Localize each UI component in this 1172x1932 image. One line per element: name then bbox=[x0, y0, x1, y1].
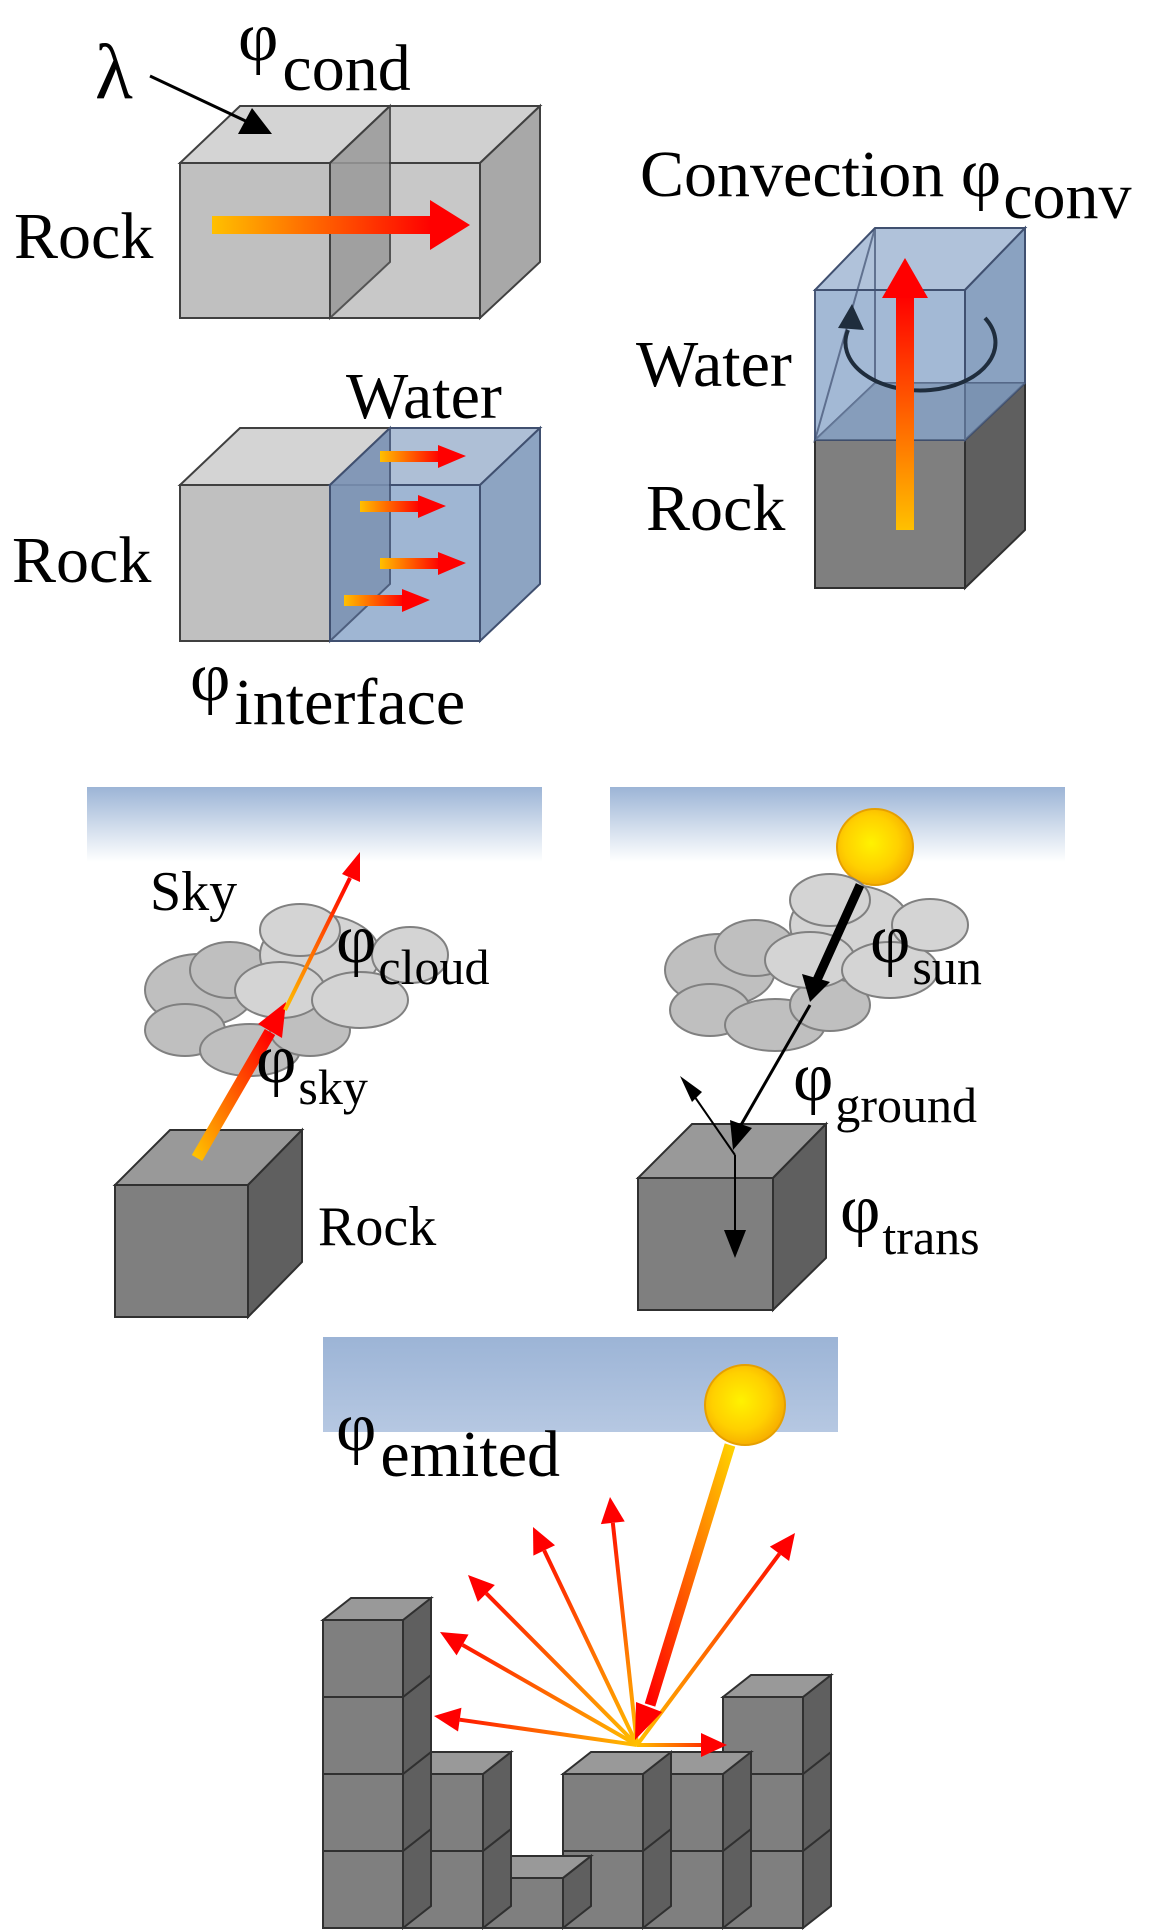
sun-ray-arrow bbox=[802, 883, 865, 1002]
emitted-ray-shaft bbox=[542, 1549, 639, 1746]
emitted-ray-head bbox=[434, 1707, 462, 1732]
phi-emitted-label: φemited bbox=[336, 1389, 560, 1491]
cube-face bbox=[560, 1751, 674, 1775]
phi-sky-label: φsky bbox=[256, 1021, 368, 1115]
sun-icon bbox=[704, 1364, 786, 1446]
phi-symbol: φ bbox=[870, 901, 910, 978]
lambda-symbol: λ bbox=[95, 28, 133, 115]
incoming-sun-ray bbox=[635, 1443, 736, 1740]
emitted-ray-head bbox=[468, 1575, 495, 1602]
phi-sun-label: φsun bbox=[870, 901, 982, 995]
emitted-ray-head bbox=[769, 1533, 795, 1562]
sun-panel: φsun φground φtrans bbox=[610, 787, 1065, 1313]
interface-heat-arrows bbox=[344, 445, 466, 612]
phi-symbol: φ bbox=[256, 1021, 296, 1098]
convection-heat-arrow bbox=[882, 258, 928, 530]
lambda-pointer-arrow bbox=[149, 74, 272, 134]
conduction-heat-arrow bbox=[212, 200, 470, 250]
phi-symbol: φ bbox=[793, 1039, 833, 1116]
reflected-ray-arrow bbox=[680, 1076, 736, 1156]
cond-subscript: cond bbox=[282, 32, 410, 105]
sky-subscript: sky bbox=[298, 1059, 367, 1115]
sun-cloud-shape-front bbox=[764, 873, 969, 999]
emitted-ray-head bbox=[533, 1527, 556, 1556]
cloud-shape-front bbox=[234, 903, 449, 1029]
sky-rock-block bbox=[112, 1127, 305, 1320]
convection-swirl-arrow bbox=[838, 304, 998, 393]
phi-trans-label: φtrans bbox=[840, 1171, 980, 1265]
cube-face bbox=[320, 1597, 434, 1621]
transmitted-ray-arrow bbox=[724, 1155, 746, 1258]
phi-interface-label: φinterface bbox=[190, 639, 465, 739]
sky-band bbox=[87, 787, 542, 862]
sky-label: Sky bbox=[150, 861, 237, 923]
interface-panel: Water Rock φinterface bbox=[12, 360, 543, 739]
convection-water-label: Water bbox=[636, 328, 792, 401]
phi-symbol: φ bbox=[336, 901, 376, 978]
emitted-ray-head bbox=[440, 1632, 469, 1656]
phi-ground-label: φground bbox=[793, 1039, 977, 1133]
phi-symbol: φ bbox=[336, 1389, 376, 1466]
emitted-ray-shaft bbox=[459, 1717, 638, 1747]
sun-icon bbox=[836, 808, 914, 886]
emitted-ray-shaft bbox=[461, 1643, 638, 1747]
interface-subscript: interface bbox=[234, 666, 465, 739]
phi-symbol: φ bbox=[190, 639, 230, 716]
emitted-ray-shaft bbox=[484, 1592, 639, 1747]
phi-cond-label: φcond bbox=[238, 0, 411, 105]
emitted-ray-head bbox=[701, 1733, 727, 1757]
ground-subscript: ground bbox=[835, 1077, 977, 1133]
conduction-rock-block bbox=[177, 103, 543, 321]
sky-heat-arrow bbox=[191, 1002, 286, 1162]
cube-face bbox=[562, 1773, 644, 1852]
emitted-ray-shaft bbox=[610, 1522, 639, 1746]
rock-cube-stack bbox=[320, 1595, 834, 1931]
conv-subscript: conv bbox=[1003, 160, 1131, 233]
trans-subscript: trans bbox=[882, 1209, 979, 1265]
emitted-panel: φemited bbox=[320, 1337, 838, 1931]
phi-symbol: φ bbox=[238, 0, 278, 76]
cube-face bbox=[720, 1674, 834, 1698]
convection-title: Convection φconv bbox=[640, 135, 1132, 233]
sky-panel: Sky φcloud φsky Rock bbox=[87, 787, 542, 1320]
phi-cloud-label: φcloud bbox=[336, 901, 490, 995]
cloud-subscript: cloud bbox=[378, 939, 489, 995]
cube-face bbox=[322, 1850, 404, 1929]
cube-face bbox=[322, 1696, 404, 1775]
phi-symbol: φ bbox=[961, 135, 1001, 212]
phi-symbol: φ bbox=[840, 1171, 880, 1248]
emitted-heat-rays bbox=[434, 1497, 795, 1757]
conduction-panel: λ φcond Rock bbox=[14, 0, 543, 321]
interface-rock-label: Rock bbox=[12, 524, 151, 597]
cube-face bbox=[322, 1619, 404, 1698]
emitted-ray-head bbox=[600, 1497, 625, 1525]
convection-rock-block bbox=[814, 380, 1026, 591]
conduction-rock-label: Rock bbox=[14, 200, 153, 273]
emitted-subscript: emited bbox=[380, 1418, 560, 1491]
sky-rock-label: Rock bbox=[318, 1196, 436, 1258]
interface-water-label: Water bbox=[346, 360, 502, 433]
convection-word: Convection bbox=[640, 138, 961, 211]
cube-face bbox=[322, 1773, 404, 1852]
ground-ray-arrow bbox=[730, 1004, 812, 1150]
convection-panel: Convection φconv Water Rock bbox=[636, 135, 1132, 591]
cloud-heat-arrow bbox=[283, 852, 360, 1011]
sun-subscript: sun bbox=[912, 939, 981, 995]
convection-rock-label: Rock bbox=[646, 472, 785, 545]
